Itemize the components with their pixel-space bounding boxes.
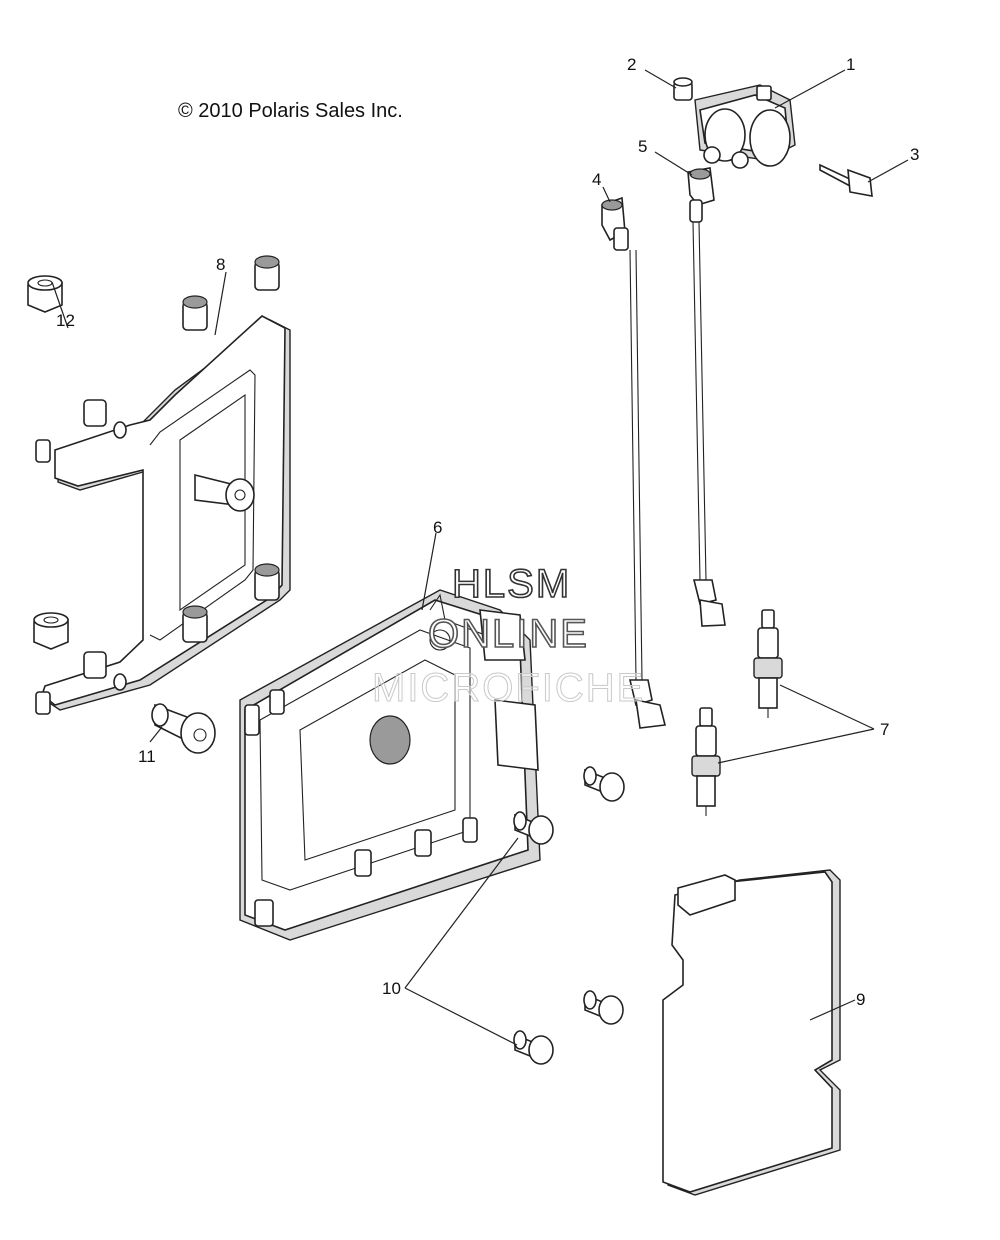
callout-3: 3 bbox=[910, 145, 919, 164]
bracket-stud bbox=[35, 439, 51, 463]
ignition-coil-part bbox=[694, 84, 796, 169]
callout-7: 7 bbox=[880, 720, 889, 739]
ecu-module-part bbox=[239, 589, 541, 941]
module-screw-part bbox=[583, 766, 625, 802]
bracket-center-bolt bbox=[194, 473, 255, 512]
coil-bolt-part bbox=[819, 163, 873, 197]
cover-plate-part bbox=[662, 869, 841, 1196]
bracket-stud bbox=[182, 295, 208, 331]
callout-2: 2 bbox=[627, 55, 636, 74]
callout-11: 11 bbox=[138, 747, 156, 766]
watermark-line-3: MICROFICHE bbox=[371, 666, 646, 711]
spark-plug-part bbox=[753, 609, 783, 718]
bracket-stud bbox=[35, 691, 51, 715]
callout-10: 10 bbox=[382, 979, 401, 998]
leader-lines bbox=[51, 69, 909, 1046]
callout-labels: 1 2 3 4 5 6 7 8 9 10 11 12 bbox=[56, 55, 919, 1009]
spark-plug-part bbox=[691, 707, 721, 816]
flange-nut-part bbox=[33, 612, 69, 650]
module-screw-part bbox=[513, 811, 554, 845]
watermark-line-1: HLSM bbox=[451, 561, 572, 607]
callout-8: 8 bbox=[216, 255, 225, 274]
spark-plug-wire-part bbox=[687, 167, 726, 627]
module-screw-part bbox=[513, 1030, 554, 1065]
flange-nut-part bbox=[27, 275, 63, 313]
bracket-stud bbox=[254, 563, 280, 601]
watermark-line-2: ONLINE bbox=[427, 611, 589, 657]
module-screw-part bbox=[583, 990, 624, 1025]
bracket-stud bbox=[83, 651, 107, 679]
callout-9: 9 bbox=[856, 990, 865, 1009]
mounting-bracket-part bbox=[35, 255, 291, 715]
copyright-notice: © 2010 Polaris Sales Inc. bbox=[178, 100, 403, 122]
grommet-part bbox=[673, 77, 693, 101]
bracket-stud bbox=[182, 605, 208, 643]
callout-5: 5 bbox=[638, 137, 647, 156]
bracket-stud bbox=[254, 255, 280, 291]
callout-6: 6 bbox=[433, 518, 442, 537]
torx-screw-part bbox=[151, 703, 216, 754]
spark-plug-wire-part bbox=[601, 196, 666, 729]
callout-4: 4 bbox=[592, 170, 601, 189]
bracket-stud bbox=[83, 399, 107, 427]
callout-1: 1 bbox=[846, 55, 855, 74]
callout-12: 12 bbox=[56, 311, 75, 330]
